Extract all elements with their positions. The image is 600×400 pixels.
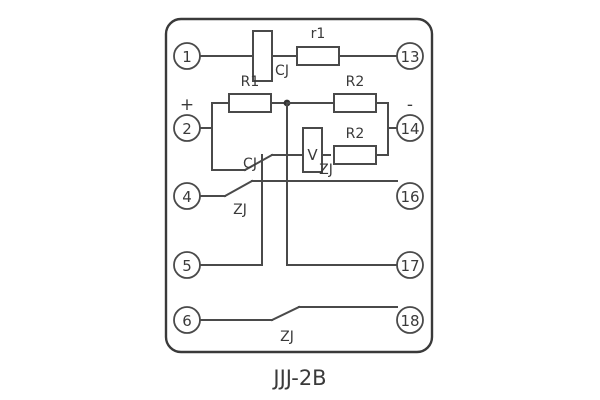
- terminal-4-label: 4: [182, 188, 192, 206]
- terminal-13-circle[interactable]: [396, 42, 424, 70]
- r2-top-body: [333, 93, 377, 113]
- terminal-6-circle[interactable]: [173, 306, 201, 334]
- zj-contact-6-blade: [270, 305, 301, 322]
- terminal-17[interactable]: 17: [396, 251, 424, 279]
- terminal-6-label: 6: [182, 312, 192, 330]
- terminal-13[interactable]: 13: [396, 42, 424, 70]
- zj-contact-6-label: ZJ: [280, 329, 294, 345]
- terminal-4-circle[interactable]: [173, 182, 201, 210]
- terminal-2-circle[interactable]: [173, 114, 201, 142]
- terminal-13-label: 13: [400, 48, 419, 66]
- r1-big-body: [228, 93, 272, 113]
- r1-big-label: R1: [241, 74, 260, 90]
- r2-bottom-body: [333, 145, 377, 165]
- terminal-14-polarity: -: [407, 95, 413, 115]
- terminal-14-label: 14: [400, 120, 419, 138]
- r1-small-body: [296, 46, 340, 66]
- r1-small-label: r1: [311, 26, 326, 42]
- zj-coil-body: [302, 127, 323, 173]
- terminal-5-label: 5: [182, 257, 192, 275]
- zj-contact-4-blade: [223, 179, 254, 198]
- terminal-5-circle[interactable]: [173, 251, 201, 279]
- zj-coil-symbol: V: [307, 146, 318, 164]
- zj-coil-label: ZJ: [319, 162, 333, 178]
- zj-contact-4-label: ZJ: [233, 202, 247, 218]
- terminal-18-label: 18: [400, 312, 419, 330]
- vertical-interconnects: [199, 102, 398, 266]
- terminal-17-circle[interactable]: [396, 251, 424, 279]
- terminal-14[interactable]: 14 -: [396, 95, 424, 142]
- cj-contact-label: CJ: [243, 156, 257, 172]
- terminal-2-label: 2: [182, 120, 192, 138]
- r2-top-label: R2: [346, 74, 365, 90]
- terminal-4[interactable]: 4: [173, 182, 201, 210]
- diagram-caption: JJJ-2B: [271, 366, 326, 390]
- terminal-1-circle[interactable]: [173, 42, 201, 70]
- cj-contact-blade: [243, 153, 274, 172]
- terminal-2-polarity: +: [180, 95, 194, 115]
- terminal-2[interactable]: 2 +: [173, 95, 201, 142]
- terminal-18-circle[interactable]: [396, 306, 424, 334]
- cj-coil-label: CJ: [275, 63, 289, 79]
- row-coil-branch: CJ r1: [199, 26, 398, 82]
- row-bridge-branch: R1 CJ R2 R2 V ZJ: [199, 74, 398, 178]
- row-contact-4-16: ZJ: [199, 179, 398, 218]
- terminal-18[interactable]: 18: [396, 306, 424, 334]
- terminal-16-circle[interactable]: [396, 182, 424, 210]
- terminal-16-label: 16: [400, 188, 419, 206]
- row-contact-6-18: ZJ: [199, 305, 398, 345]
- relay-enclosure-frame: [164, 17, 434, 354]
- terminal-5[interactable]: 5: [173, 251, 201, 279]
- r2-bottom-label: R2: [346, 126, 365, 142]
- terminal-16[interactable]: 16: [396, 182, 424, 210]
- terminal-17-label: 17: [400, 257, 419, 275]
- terminal-6[interactable]: 6: [173, 306, 201, 334]
- terminal-1[interactable]: 1: [173, 42, 201, 70]
- terminal-14-circle[interactable]: [396, 114, 424, 142]
- terminal-1-label: 1: [182, 48, 192, 66]
